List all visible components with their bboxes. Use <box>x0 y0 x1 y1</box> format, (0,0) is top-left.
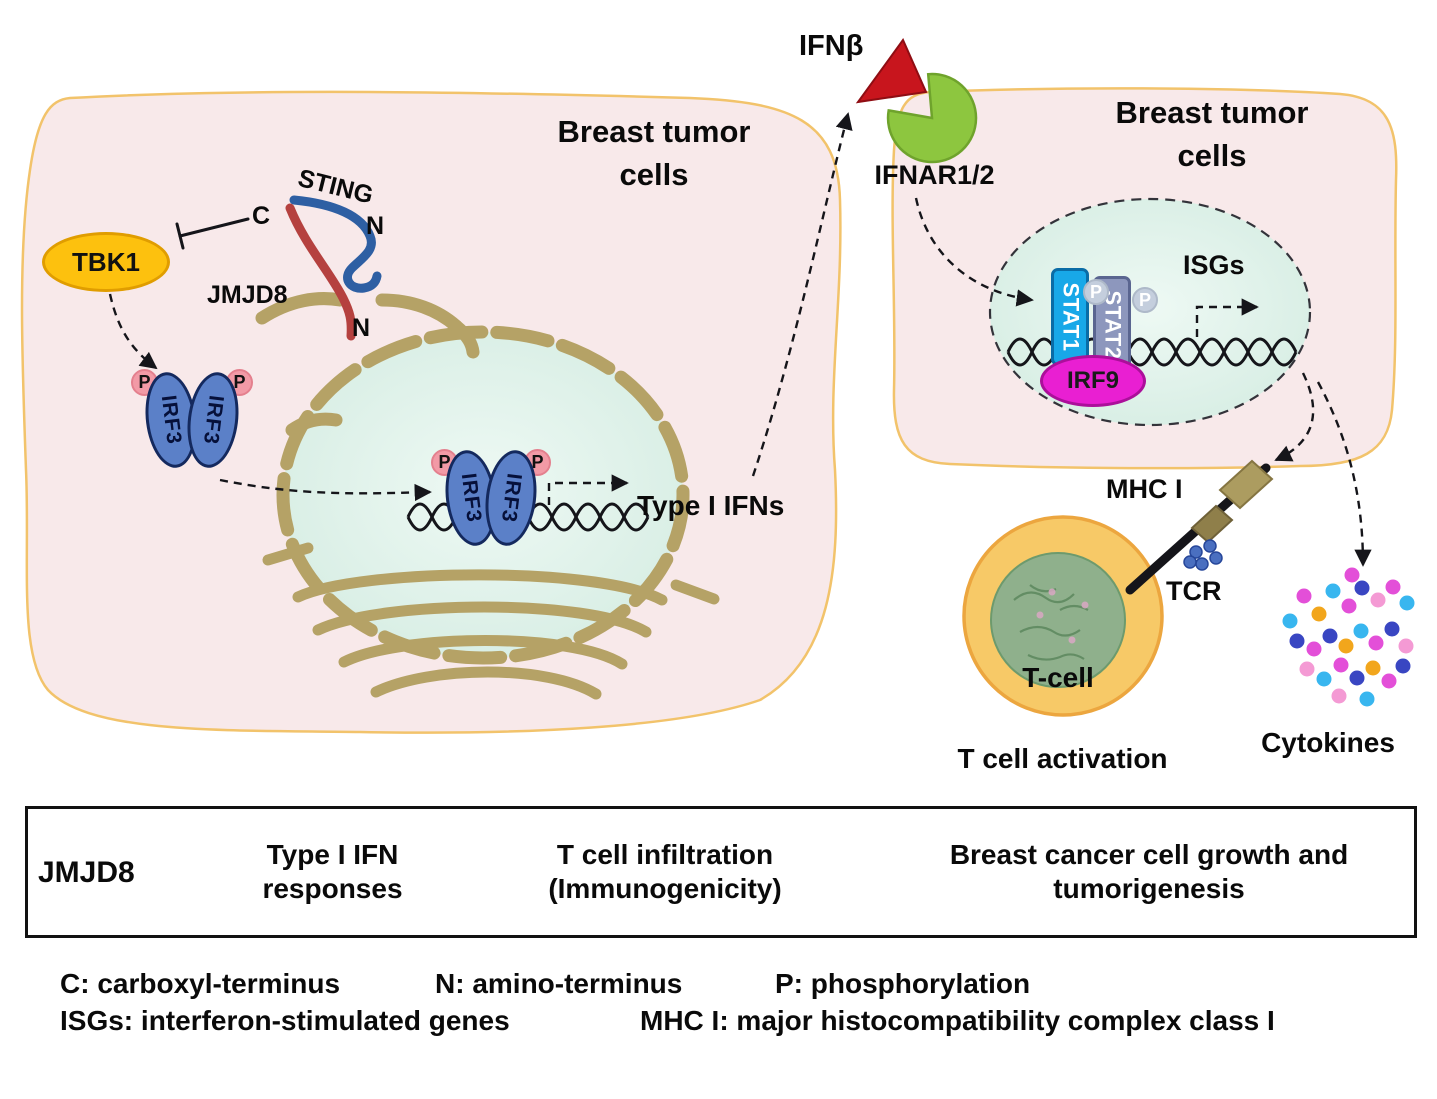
inhibition-bar <box>175 217 250 250</box>
sting-blue-segment <box>289 195 382 293</box>
arrow-dna-to-isgs <box>1195 298 1259 337</box>
arrow-irf3-to-nucleus <box>219 478 432 502</box>
left-cell-title-line1: Breast tumor <box>557 114 751 149</box>
tcell-activation-label: T cell activation <box>957 743 1168 774</box>
tcr-label: TCR <box>1166 576 1222 606</box>
irf3-label: IRF3 <box>497 472 526 525</box>
arrow-ifnar-to-stat <box>914 197 1034 307</box>
tbk1-label: TBK1 <box>72 246 140 277</box>
phospho-badge: P <box>1083 279 1109 305</box>
mhc1-molecule <box>1218 459 1274 510</box>
arrow-tbk1-to-irf3 <box>108 293 158 370</box>
irf9-protein: IRF9 <box>1040 355 1146 407</box>
stat1-label: STAT1 <box>1058 282 1084 352</box>
ifnb-ligand-shape <box>855 38 928 104</box>
arrow-irf3-to-ifns <box>547 474 629 505</box>
legend-mhc: MHC I: major histocompatibility complex … <box>640 1005 1275 1036</box>
phospho-label: P <box>1089 281 1102 302</box>
irf3-label: IRF3 <box>457 471 486 524</box>
mhc1-molecule-base <box>1190 504 1234 544</box>
phospho-label: P <box>138 372 151 392</box>
mhc-tcr-synapse <box>1125 459 1274 595</box>
jmjd8-label: JMJD8 <box>207 281 288 309</box>
signal-arrows <box>108 112 1372 567</box>
irf3-label: IRF3 <box>157 393 186 446</box>
summary-step1-line2: responses <box>262 873 403 904</box>
legend-p: P: phosphorylation <box>775 968 1031 999</box>
tcr-contact <box>1183 539 1223 571</box>
type1-ifns-label: Type I IFNs <box>637 490 785 521</box>
right-cell-title-line2: cells <box>1177 138 1247 173</box>
right-cell-title-line1: Breast tumor <box>1115 95 1309 130</box>
c-terminus-label: C <box>252 202 271 230</box>
legend-c: C: carboxyl-terminus <box>60 968 341 999</box>
summary-step1-line1: Type I IFN <box>266 839 399 870</box>
n-terminus-bottom-label: N <box>352 314 371 342</box>
sting-red-segment <box>285 203 356 341</box>
cytokine-dots <box>1282 567 1415 707</box>
irf3-label: IRF3 <box>199 394 228 447</box>
t-cell-graphic <box>962 515 1164 717</box>
n-terminus-top-label: N <box>366 212 385 240</box>
phospho-label: P <box>531 452 544 472</box>
er-membrane <box>255 292 480 437</box>
isgs-label: ISGs <box>1183 250 1245 280</box>
ifnar-label: IFNAR1/2 <box>874 160 995 190</box>
summary-step3-line2: tumorigenesis <box>1053 873 1245 904</box>
phospho-label: P <box>1138 289 1151 310</box>
summary-step3-line1: Breast cancer cell growth and <box>949 839 1349 870</box>
mhc1-label: MHC I <box>1106 474 1183 504</box>
golgi-stack <box>262 542 720 700</box>
phospho-badge: P <box>1132 287 1158 313</box>
tbk1-protein: TBK1 <box>42 232 170 292</box>
ifnar-receptor-shape <box>886 72 978 164</box>
arrow-ifns-to-ifnb <box>751 112 853 477</box>
arrow-to-cytokines <box>1316 381 1372 567</box>
stat1-protein: STAT1 <box>1051 268 1089 366</box>
summary-step2-line1: T cell infiltration <box>556 839 774 870</box>
legend-n: N: amino-terminus <box>435 968 683 999</box>
phospho-label: P <box>233 372 246 392</box>
legend-isgs: ISGs: interferon-stimulated genes <box>60 1005 510 1036</box>
summary-jmjd8-label: JMJD8 <box>38 856 135 889</box>
irf9-label: IRF9 <box>1066 367 1119 394</box>
summary-step2-line2: (Immunogenicity) <box>548 873 782 904</box>
summary-box <box>25 806 1417 938</box>
ifnb-label: IFNβ <box>799 30 864 62</box>
left-cell-title-line2: cells <box>619 157 689 192</box>
phospho-label: P <box>438 452 451 472</box>
cytokines-label: Cytokines <box>1261 727 1395 758</box>
tcell-label: T-cell <box>1022 662 1094 693</box>
